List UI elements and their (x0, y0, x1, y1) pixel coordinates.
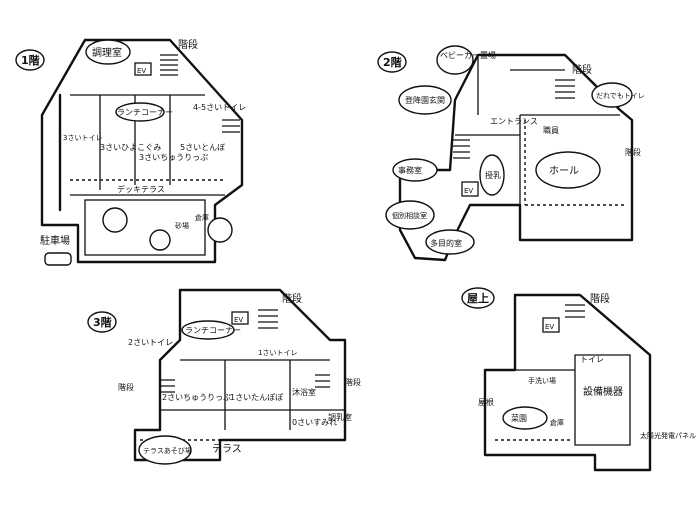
stairs-label: 階段 (572, 63, 592, 76)
lunch-corner-label: ランチコーナー (185, 326, 241, 335)
multipurpose-room-label: 多目的室 (430, 238, 462, 248)
stairs-right-label: 階段 (345, 377, 361, 387)
toilet-45-label: 4-5さいトイレ (193, 103, 246, 112)
floor-2-outline (398, 53, 634, 262)
sandbox-label: 砂場 (175, 221, 189, 230)
floor-1-playground (84, 199, 206, 256)
elevator-label: EV (137, 67, 146, 75)
staff-label: 職員 (543, 126, 559, 135)
roof-title: 屋上 (467, 291, 489, 305)
milk-room-label: 調乳室 (328, 412, 352, 422)
toilet-3-label: 3さいトイレ (63, 134, 102, 142)
handwash-label: 手洗い場 (528, 376, 556, 385)
stairs-icon (160, 54, 178, 76)
entrance-gate-label: 登降園玄関 (405, 95, 445, 105)
floor-1-outline (40, 38, 244, 264)
elevator-label: EV (464, 187, 473, 195)
elevator-label: EV (545, 323, 554, 331)
toilet-label: トイレ (580, 355, 604, 364)
roof-plan: 屋上 EV 階段 トイレ 手洗い場 設備機器 屋根 菜園 倉庫 太陽光発電パネル (461, 287, 696, 472)
solar-label: 太陽光発電パネル (640, 431, 696, 440)
stairs-icon (315, 374, 330, 388)
terrace-label: テラス (212, 443, 242, 455)
stairs-icon (222, 119, 240, 133)
stairs-label: 階段 (178, 38, 198, 51)
tree-icon (149, 229, 171, 251)
office-label: 事務室 (398, 165, 422, 175)
roof-edge-label: 屋根 (478, 397, 494, 407)
stairs-label: 階段 (590, 292, 610, 305)
stairs-icon (555, 79, 575, 99)
room-3-2-label: 3さいちゅうりっぷ (139, 153, 208, 162)
parking-label: 駐車場 (40, 234, 70, 247)
cooking-room-label: 調理室 (92, 46, 122, 59)
sheds-label: 倉庫 (550, 418, 564, 427)
floor-1-title: 1階 (21, 53, 40, 67)
terrace-play-label: テラスあそび場 (143, 446, 192, 455)
consult-room-label: 個別相談室 (392, 211, 427, 220)
room-0-label: 0さいすみれ (292, 418, 337, 427)
garden-label: 菜園 (511, 413, 527, 423)
stroller-parking-label: ベビーカー置場 (440, 50, 496, 60)
tree-icon (102, 207, 128, 233)
stairs-icon (160, 379, 175, 393)
floor-3-title: 3階 (93, 315, 112, 329)
nursing-label: 授乳 (485, 170, 501, 180)
stairs-side-label: 階段 (625, 147, 641, 157)
toilet-2-label: 2さいトイレ (128, 338, 173, 347)
room-2-label: 2さいちゅうりっぷ (162, 393, 231, 402)
equipment-label: 設備機器 (583, 385, 623, 398)
room-3-1-label: 3さいひよこぐみ (100, 143, 161, 152)
floor-2-plan: 2階 ベビーカー置場 登降園玄関 階段 だれでもトイレ エントランス 授乳 事務… (377, 45, 645, 262)
room-1-label: 1さいたんぽぽ (230, 393, 283, 402)
toilet-1-label: 1さいトイレ (258, 349, 297, 357)
hall-label: ホール (549, 165, 579, 177)
floor-1-plan: 1階 調理室 階段 EV ランチコーナー 4-5さいトイレ 3さいひよこぐみ 3… (15, 38, 246, 266)
lunch-corner-label: ランチコーナー (117, 108, 173, 117)
warehouse-label: 倉庫 (195, 213, 209, 222)
stairs-icon (453, 139, 470, 159)
elevator-label: EV (234, 316, 243, 324)
floor-3-plan: 3階 ランチコーナー EV 階段 2さいトイレ 1さいトイレ 2さいちゅうりっぷ… (87, 288, 361, 465)
room-5-label: 5さいとんぼ (180, 143, 225, 152)
deck-terrace-label: デッキテラス (117, 184, 165, 194)
car-icon (44, 252, 72, 266)
bath-label: 沐浴室 (292, 387, 316, 397)
stairs-left-label: 階段 (118, 382, 134, 392)
floor-1-title-bubble (15, 49, 45, 71)
accessible-toilet-label: だれでもトイレ (596, 92, 645, 100)
stairs-label: 階段 (282, 292, 302, 305)
floor-2-title: 2階 (383, 55, 402, 69)
floor-3-outline (133, 288, 347, 462)
roof-outline (483, 293, 652, 472)
entrance-label: エントランス (490, 117, 538, 126)
stairs-icon (258, 309, 278, 329)
tree-icon (207, 217, 233, 243)
stairs-icon (565, 304, 585, 318)
